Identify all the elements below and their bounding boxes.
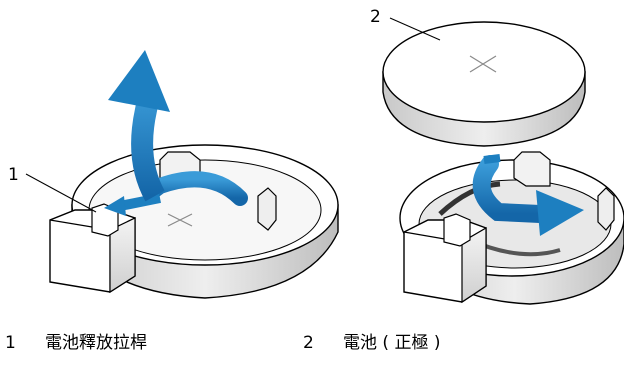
legend-1-label: 電池釋放拉桿 — [45, 333, 147, 353]
legend-2-label: 電池 ( 正極 ) — [343, 333, 441, 353]
legend-2-number: 2 — [303, 333, 314, 353]
callout-1-number: 1 — [8, 165, 19, 185]
callout-2-number: 2 — [370, 7, 381, 27]
legend-1-number: 1 — [5, 333, 16, 353]
right-battery-socket — [399, 151, 624, 305]
legend-item-release-lever: 1 電池釋放拉桿 — [5, 330, 147, 356]
legend-item-battery-positive: 2 電池 ( 正極 ) — [303, 330, 440, 356]
battery-removal-illustration: 1 2 — [8, 7, 624, 305]
left-battery-socket — [25, 50, 339, 299]
coin-cell-battery — [382, 17, 586, 147]
